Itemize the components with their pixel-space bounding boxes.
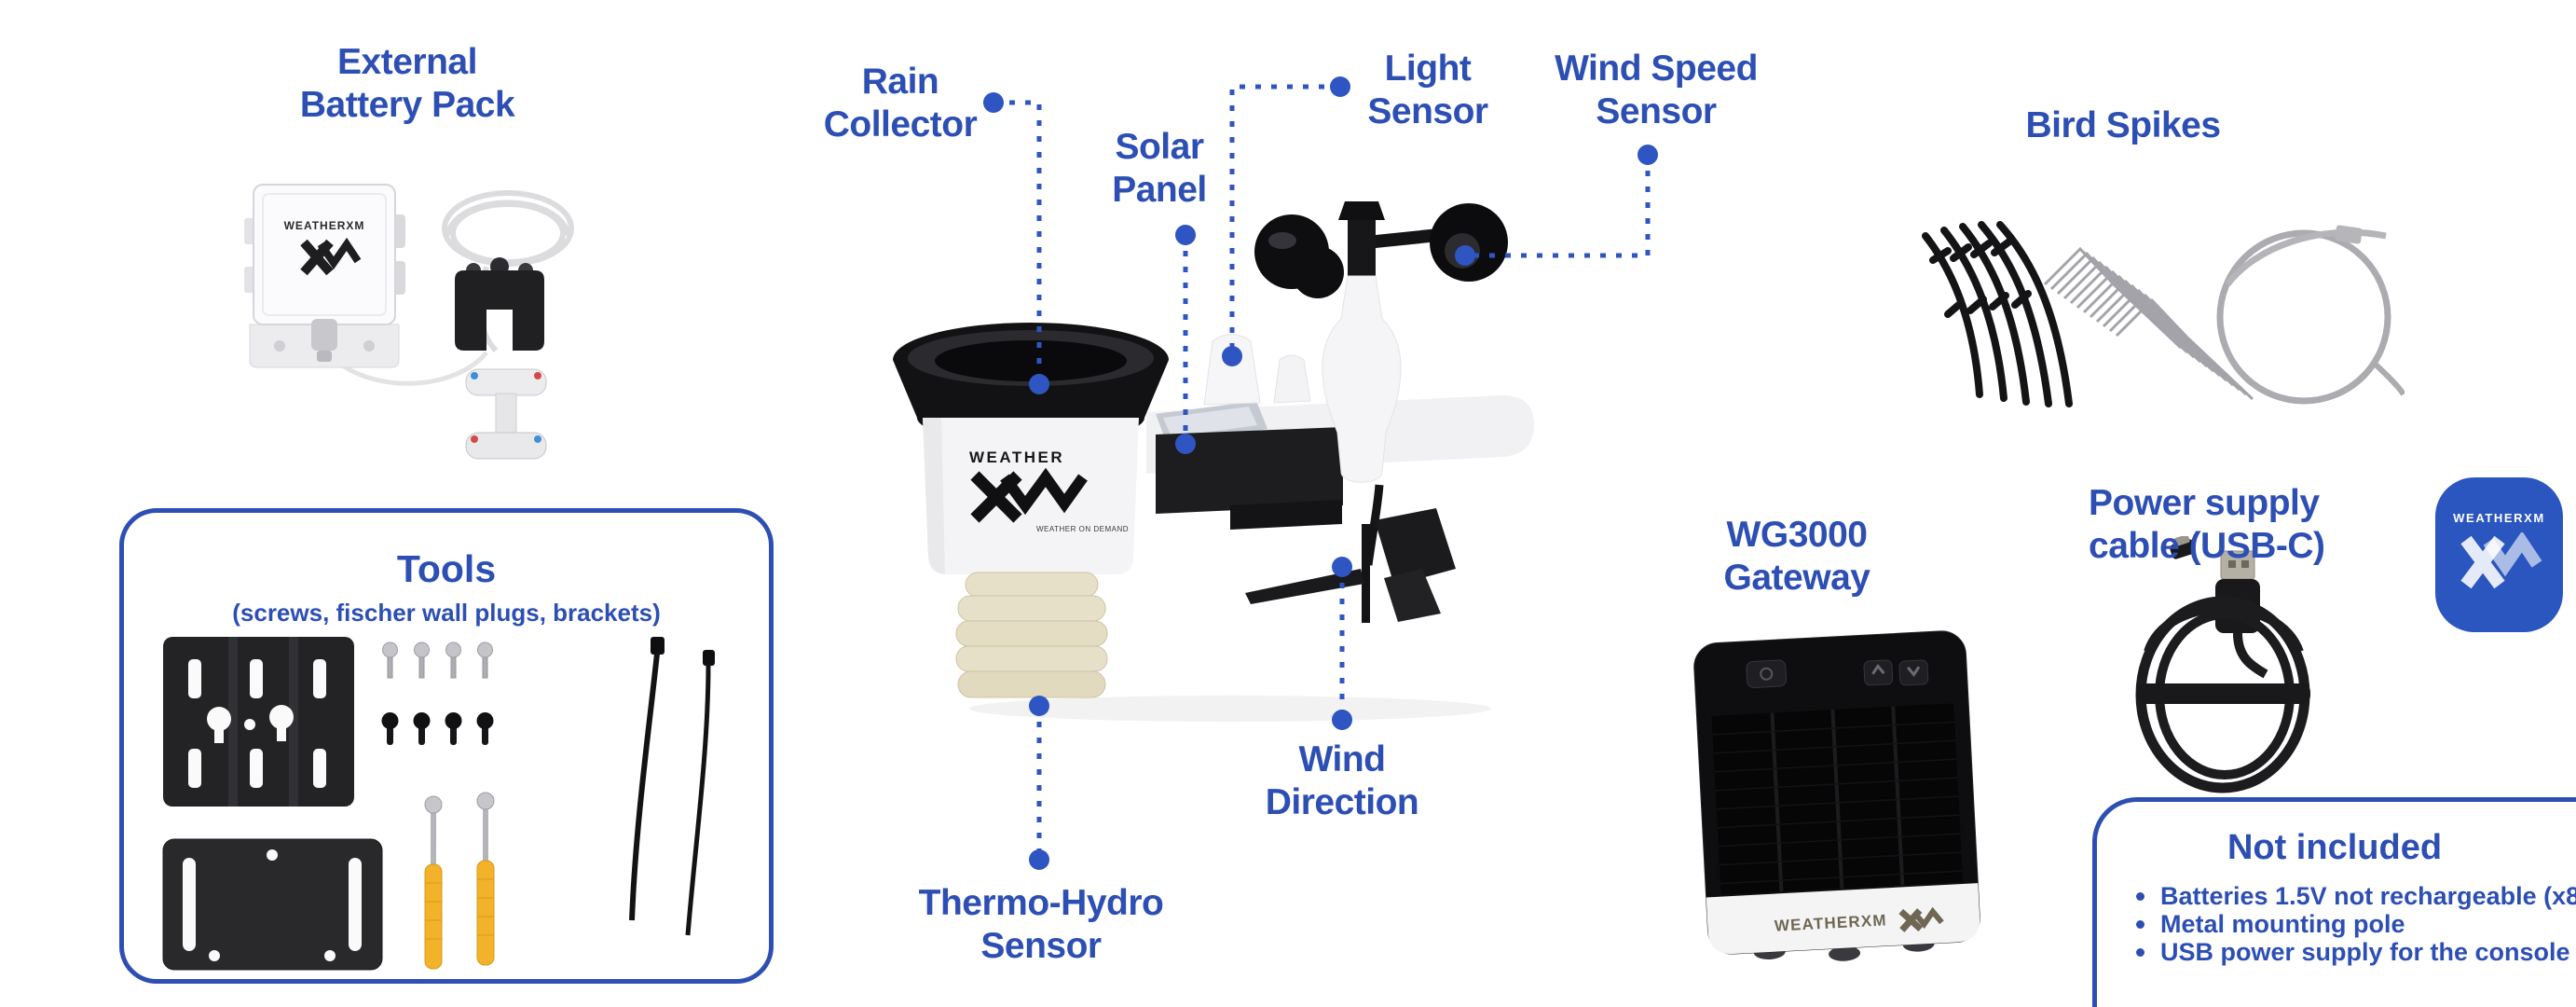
badge-brand-text: WEATHERXM [2453, 511, 2545, 525]
bullet-dot-icon [2136, 892, 2144, 901]
metal-spikes [2043, 246, 2254, 401]
wall-bracket [163, 637, 354, 807]
not-included-list: Batteries 1.5V not rechargeable (x8 AA) … [2134, 882, 2576, 966]
external-battery-pack-image: WEATHERXM [244, 184, 574, 460]
battery-tubes [465, 368, 547, 460]
station-tagline-text: WEATHER ON DEMAND [1036, 525, 1129, 533]
label-wind-direction: Wind Direction [1265, 739, 1419, 822]
gateway-xm-logo-icon [1898, 906, 1944, 932]
power-cable-image [2135, 536, 2310, 793]
not-included-item: Metal mounting pole [2134, 910, 2576, 938]
not-included-item: USB power supply for the console [2134, 938, 2576, 966]
battery-box: WEATHERXM [244, 184, 405, 368]
zip-ties [629, 637, 715, 936]
station-anemometer-body [1322, 275, 1402, 483]
badge-xm-logo-icon [2460, 532, 2542, 589]
tools-box: Tools (screws, fischer wall plugs, brack… [119, 508, 774, 984]
station-rain-collector: WEATHER WEATHER ON DEMAND [893, 323, 1169, 574]
label-rain-collector: Rain Collector [823, 62, 978, 145]
tools-items-image [162, 637, 715, 971]
weatherxm-brand-badge: WEATHERXM [2435, 477, 2563, 632]
screws-black [381, 712, 494, 745]
label-wind-speed-sensor: Wind Speed Sensor [1555, 48, 1758, 131]
bullet-dot-icon [2136, 920, 2144, 929]
battery-xm-logo-icon [300, 237, 362, 276]
gateway-solar-panel [1711, 703, 1964, 895]
label-power-supply-cable: Power supply cable (USB-C) [2089, 483, 2325, 566]
station-brand-text: WEATHER [969, 448, 1064, 466]
station-wind-vane [1245, 484, 1456, 623]
label-solar-panel: Solar Panel [1112, 127, 1207, 210]
cable-band [2137, 683, 2310, 704]
not-included-title: Not included [2227, 828, 2443, 867]
label-light-sensor: Light Sensor [1367, 48, 1488, 131]
gateway-image: WEATHERXM [1693, 630, 1980, 961]
label-wg3000-gateway: WG3000 Gateway [1723, 515, 1870, 598]
battery-holder [455, 257, 544, 351]
station-xm-logo-icon [970, 467, 1088, 523]
label-external-battery-pack: External Battery Pack [299, 42, 515, 125]
station-thermo-hydro-stack [955, 572, 1108, 698]
station-shadow [969, 696, 1491, 722]
battery-cable [329, 351, 488, 386]
station-light-sensor-cone [1203, 334, 1261, 406]
gateway-buttons [1746, 659, 1929, 688]
tools-title: Tools [396, 547, 497, 590]
label-bird-spikes: Bird Spikes [2025, 105, 2221, 145]
plastic-spike-strips [1922, 221, 2073, 407]
fischer-wall-plugs [424, 792, 495, 970]
mounting-plate [162, 838, 383, 971]
tools-subtitle: (screws, fischer wall plugs, brackets) [232, 599, 661, 627]
not-included-item: Batteries 1.5V not rechargeable (x8 AA) [2134, 882, 2576, 910]
battery-brand-text: WEATHERXM [284, 219, 365, 232]
not-included-box: Not included Batteries 1.5V not recharge… [2092, 797, 2576, 1007]
metal-mounting-band [2216, 225, 2405, 405]
screws-silver [382, 641, 493, 679]
bullet-dot-icon [2136, 948, 2144, 957]
label-thermo-hydro-sensor: Thermo-Hydro Sensor [918, 883, 1164, 966]
station-underside [1156, 427, 1343, 530]
bird-spikes-image [1922, 221, 2405, 407]
